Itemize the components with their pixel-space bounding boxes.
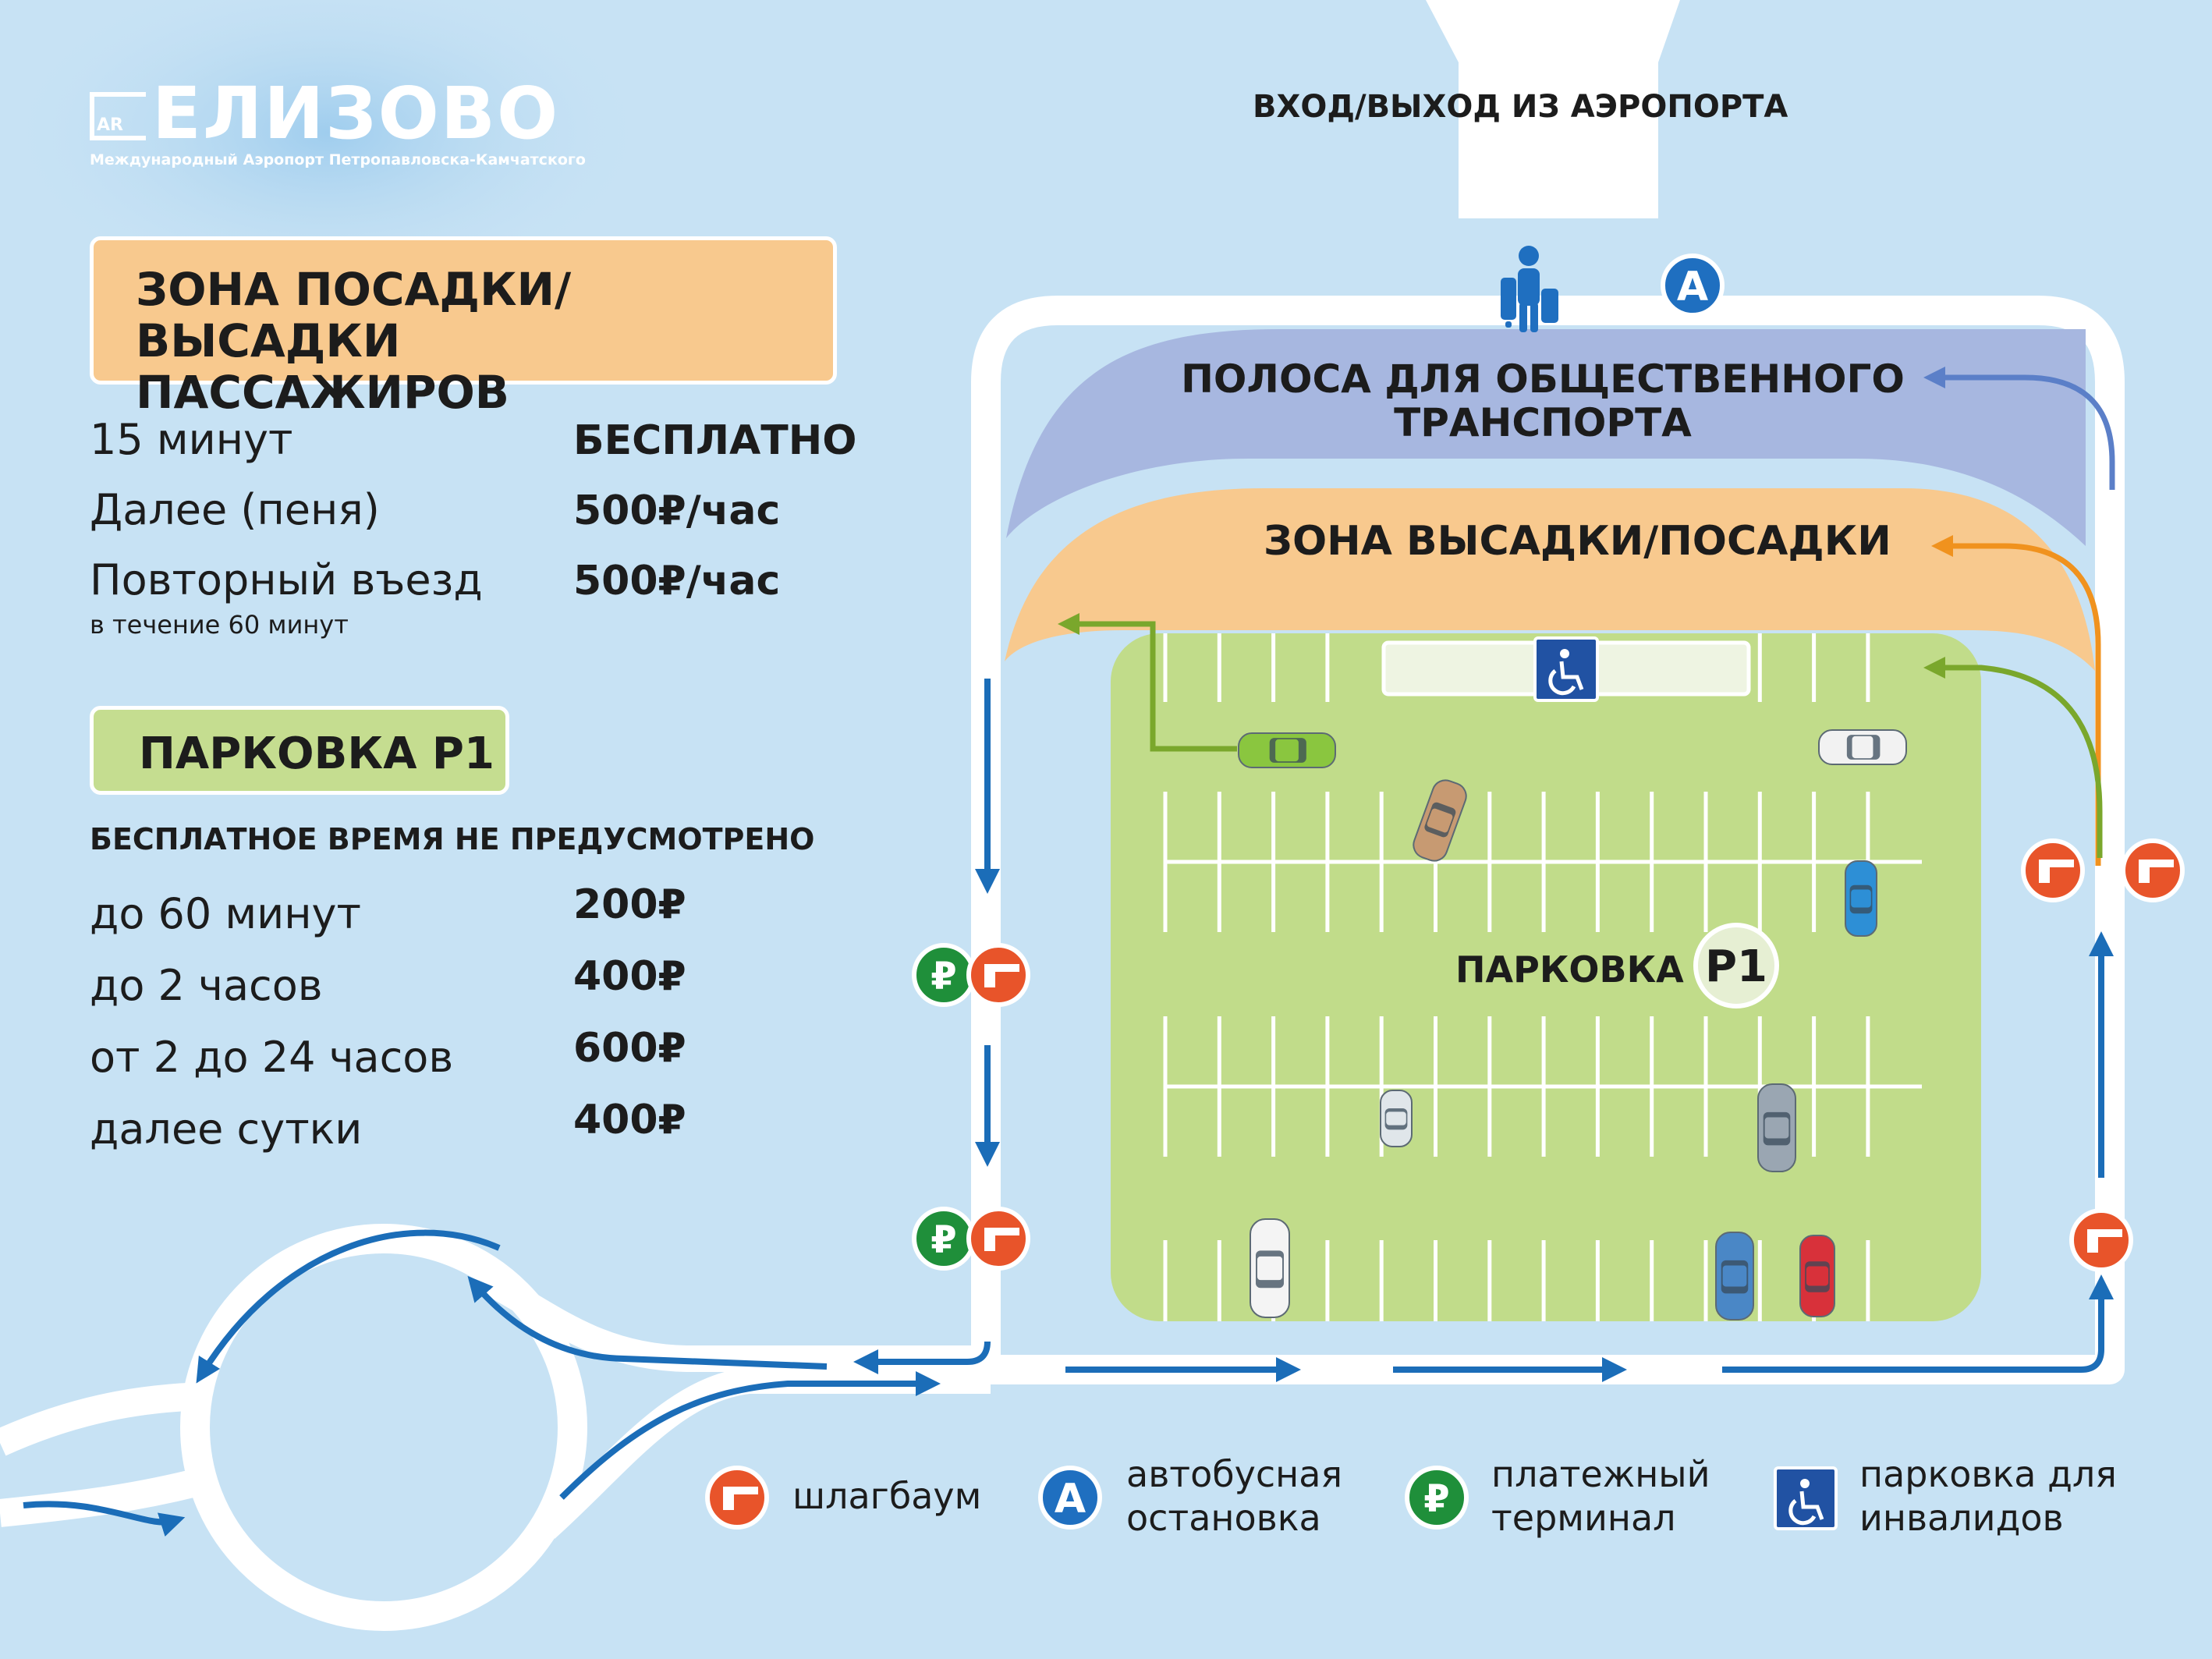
legend-barrier-label: шлагбаум xyxy=(792,1475,982,1517)
legend-bus-stop-icon: A xyxy=(1038,1466,1102,1530)
dropoff-zone xyxy=(1005,488,2095,671)
car-icon xyxy=(1413,779,1467,862)
logo-name: ЕЛИЗОВО xyxy=(152,72,560,155)
payment-terminal-icon: ₽ xyxy=(912,943,976,1007)
dropoff-row-label: Повторный въезд xyxy=(90,555,483,604)
car-icon xyxy=(1238,732,1336,768)
parking-row-value: 200₽ xyxy=(573,881,686,928)
ruble-sign: ₽ xyxy=(931,1218,956,1262)
legend-disabled-label: парковка для инвалидов xyxy=(1859,1453,2117,1539)
legend-barrier-icon xyxy=(705,1466,769,1530)
map-markers: ₽₽ xyxy=(912,838,2185,1272)
legend-bus-letter: A xyxy=(1055,1476,1086,1523)
dropoff-row-label: 15 минут xyxy=(90,415,293,464)
dropoff-row-value: БЕСПЛАТНО xyxy=(573,417,857,464)
entrance-label: ВХОД/ВЫХОД ИЗ АЭРОПОРТА xyxy=(1253,89,1788,125)
dropoff-tariff-title: ЗОНА ПОСАДКИ/ВЫСАДКИ ПАССАЖИРОВ xyxy=(136,263,572,419)
parking-row-label: далее сутки xyxy=(90,1104,363,1154)
public-transport-lane xyxy=(1006,329,2086,546)
parking-row-label: до 2 часов xyxy=(90,961,323,1010)
barrier-icon xyxy=(966,943,1030,1007)
legend-terminal-label: платежный терминал xyxy=(1491,1453,1710,1539)
parking-to-dropoff-arrow xyxy=(1923,657,2103,858)
dropoff-arrow xyxy=(1931,535,2101,866)
parking-tariff-title: ПАРКОВКА Р1 xyxy=(139,728,495,779)
car-icon xyxy=(1799,1235,1835,1317)
traffic-arrows xyxy=(23,679,2114,1537)
legend-icons: A ₽ xyxy=(705,1466,1838,1530)
car-icon xyxy=(1380,1090,1413,1147)
traveler-icon xyxy=(1501,246,1558,332)
terminal-building xyxy=(1426,0,1680,218)
bus-stop-icon: A xyxy=(1661,253,1725,317)
logo-mark-icon xyxy=(90,92,146,140)
dropoff-zone-label: ЗОНА ВЫСАДКИ/ПОСАДКИ xyxy=(1264,518,1891,565)
payment-terminal-icon: ₽ xyxy=(912,1207,976,1271)
dropoff-tariff-header: ЗОНА ПОСАДКИ/ВЫСАДКИ ПАССАЖИРОВ xyxy=(90,236,837,418)
parking-row-value: 400₽ xyxy=(573,953,686,1000)
car-icon xyxy=(1715,1232,1754,1320)
dropoff-row-note: в течение 60 минут xyxy=(90,610,349,640)
parking-row-value: 400₽ xyxy=(573,1097,686,1143)
barrier-icon xyxy=(2121,838,2185,902)
legend-disabled-parking-icon xyxy=(1774,1466,1838,1530)
car-icon xyxy=(1757,1083,1796,1172)
car-icon xyxy=(1250,1218,1290,1318)
dropoff-row-value: 500₽/час xyxy=(573,487,781,534)
parking-code: Р1 xyxy=(1705,941,1767,992)
parking-area-label: ПАРКОВКА xyxy=(1455,948,1684,991)
logo-glow xyxy=(0,0,655,304)
parking-tariff-header: ПАРКОВКА Р1 xyxy=(90,706,509,795)
parking-exit-arrow xyxy=(1058,613,1237,752)
transport-lane-label: ПОЛОСА ДЛЯ ОБЩЕСТВЕННОГО ТРАНСПОРТА xyxy=(1181,356,1905,445)
parking-row-label: от 2 до 24 часов xyxy=(90,1033,454,1082)
parking-tariff-note: БЕСПЛАТНОЕ ВРЕМЯ НЕ ПРЕДУСМОТРЕНО xyxy=(90,822,815,856)
car-icon xyxy=(1818,729,1907,765)
barrier-icon xyxy=(2069,1208,2133,1272)
ruble-sign: ₽ xyxy=(931,955,956,998)
car-icon xyxy=(1845,860,1877,937)
legend-payment-terminal-icon: ₽ xyxy=(1405,1466,1469,1530)
dropoff-row-label: Далее (пеня) xyxy=(90,485,380,534)
parked-cars xyxy=(1238,729,1907,1320)
ring-road xyxy=(971,296,2125,1384)
disabled-parking-icon xyxy=(1533,636,1599,702)
logo-subtitle: Международный Аэропорт Петропавловска-Ка… xyxy=(90,151,586,168)
roundabout xyxy=(0,1224,991,1631)
parking-p1-badge: Р1 xyxy=(1693,923,1779,1009)
parking-row-label: до 60 минут xyxy=(90,889,361,938)
transport-lane-arrow xyxy=(1923,367,2115,490)
parking-row-value: 600₽ xyxy=(573,1025,686,1072)
barrier-icon xyxy=(966,1207,1030,1271)
barrier-icon xyxy=(2021,838,2085,902)
logo-ar-text: AR xyxy=(97,115,123,135)
dropoff-row-value: 500₽/час xyxy=(573,558,781,604)
legend-ruble-sign: ₽ xyxy=(1423,1477,1449,1521)
bus-stop-letter: A xyxy=(1677,264,1708,310)
legend-bus-stop-label: автобусная остановка xyxy=(1126,1453,1343,1539)
